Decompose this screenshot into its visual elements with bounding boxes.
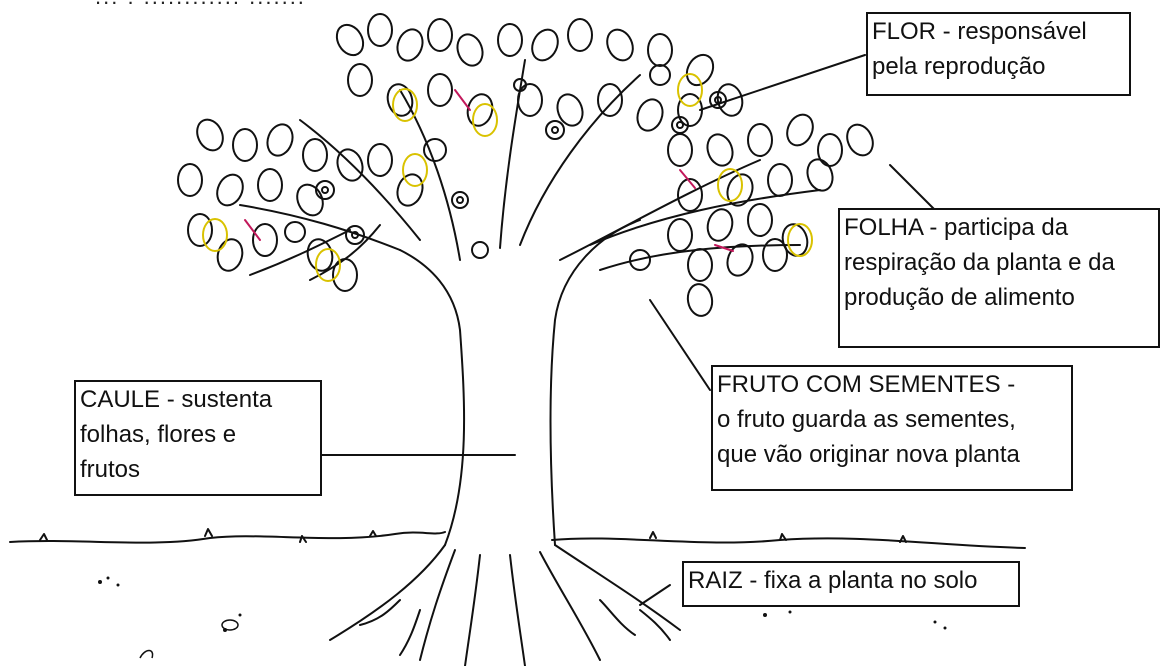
ground-line-right	[551, 537, 1026, 549]
flor-leader	[699, 54, 866, 111]
label-folha: FOLHA - participa da respiração da plant…	[838, 208, 1160, 348]
label-raiz-line1: RAIZ - fixa a planta no solo	[688, 567, 978, 594]
flower-icon	[315, 78, 727, 245]
label-fruto-line3: que vão originar nova planta	[717, 441, 1020, 468]
trunk-left	[399, 249, 466, 546]
label-fruto-line1: FRUTO COM SEMENTES -	[717, 371, 1016, 398]
label-caule-line2: folhas, flores e	[80, 421, 237, 448]
raiz-leader	[639, 584, 671, 606]
label-folha-line3: produção de alimento	[844, 284, 1075, 311]
label-flor-line2: pela reprodução	[872, 53, 1046, 80]
header-fragment: ..: : ...:..:..:.: ..:..:.	[95, 0, 306, 10]
root	[329, 544, 446, 641]
label-caule-line3: frutos	[80, 456, 141, 483]
label-raiz: RAIZ - fixa a planta no solo	[682, 561, 1020, 607]
fruto-leader	[649, 299, 711, 391]
leaf-cluster	[177, 13, 874, 317]
label-fruto-line2: o fruto guarda as sementes,	[717, 406, 1016, 433]
trunk-right	[549, 219, 641, 546]
label-caule: CAULE - sustenta folhas, flores e frutos	[74, 380, 322, 496]
label-flor-line1: FLOR - responsável	[872, 18, 1087, 45]
ground-line	[9, 531, 446, 544]
label-flor: FLOR - responsável pela reprodução	[866, 12, 1131, 96]
label-folha-line2: respiração da planta e da	[844, 249, 1115, 276]
label-fruto: FRUTO COM SEMENTES - o fruto guarda as s…	[711, 365, 1073, 491]
label-folha-line1: FOLHA - participa da	[844, 214, 1069, 241]
label-caule-line1: CAULE - sustenta	[80, 386, 273, 413]
fruit-icon	[284, 64, 671, 271]
